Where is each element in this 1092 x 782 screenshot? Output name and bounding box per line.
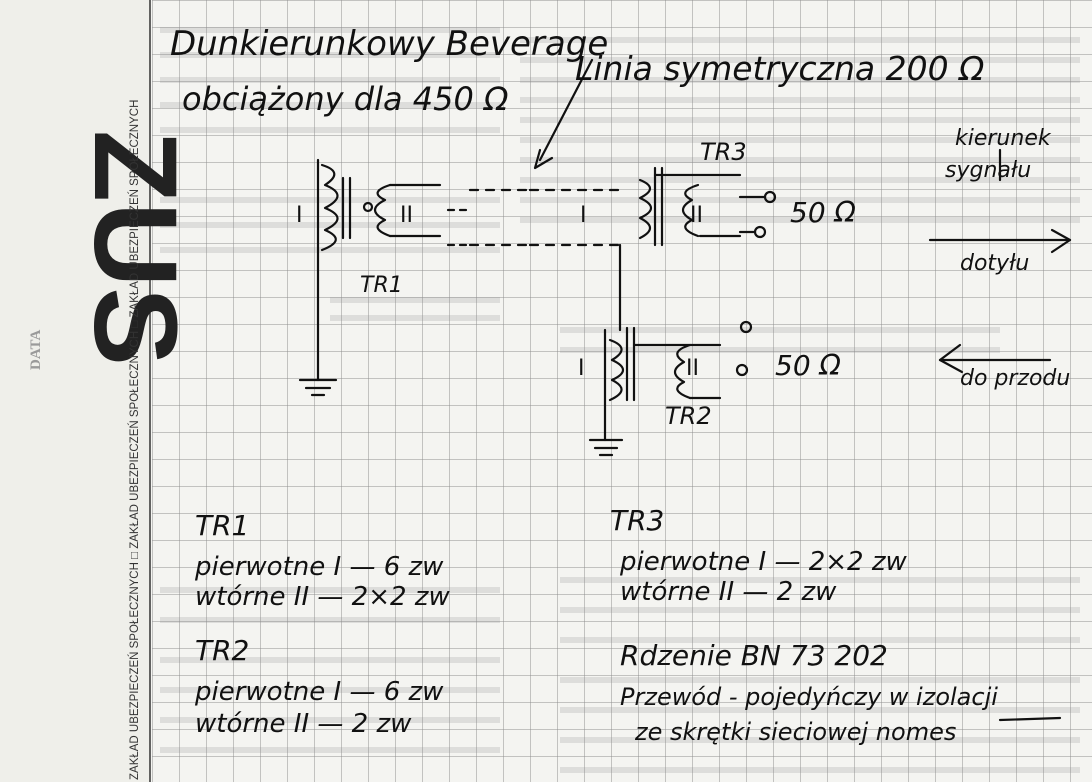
side-strip-text: ZAKŁAD UBEZPIECZEŃ SPOŁECZNYCH □ ZAKŁAD … [128, 100, 141, 780]
line-title: Linia symetryczna 200 Ω [575, 49, 984, 88]
tr2-table-title: TR2 [195, 634, 249, 667]
beverage-subtitle: obciążony dla 450 Ω [182, 80, 509, 118]
date-label: DATA [28, 330, 44, 370]
tr3-winding-2: II [690, 203, 703, 228]
tr1-transformer [298, 158, 532, 397]
signal-direction-2: sygnału [945, 158, 1031, 183]
tr1-winding-1: I [296, 203, 303, 228]
signal-direction-1: kierunek [955, 126, 1052, 151]
tr3-label: TR3 [700, 138, 747, 166]
tr3-winding-1: I [580, 203, 587, 228]
tr1-secondary: wtórne II — 2×2 zw [195, 582, 450, 612]
tr2-winding-1: I [578, 356, 585, 381]
tr2-winding-2: II [686, 356, 699, 381]
tr3-transformer [618, 166, 777, 332]
beverage-title: Dunkierunkowy Beverage [170, 24, 608, 64]
schematic [298, 58, 1072, 722]
svg-text:ZUS: ZUS [69, 130, 201, 366]
tr1-table-title: TR1 [195, 509, 249, 542]
handwritten-labels: Dunkierunkowy Beverage obciążony dla 450… [170, 24, 1070, 746]
tr1-label: TR1 [360, 273, 403, 298]
port-tr2: 50 Ω [775, 349, 842, 382]
tr1-winding-2: II [400, 203, 413, 228]
direction-forward: dotyłu [960, 251, 1029, 276]
zus-logo: ZUS [69, 130, 201, 366]
port-tr3: 50 Ω [790, 196, 857, 229]
tr2-label: TR2 [665, 402, 712, 430]
core-note: Rdzenie BN 73 202 [620, 639, 888, 672]
wire-note-2: ze skrętki sieciowej nomes [634, 718, 956, 746]
direction-back: do przodu [960, 366, 1070, 391]
tr2-secondary: wtórne II — 2 zw [195, 709, 412, 739]
tr3-table-title: TR3 [610, 504, 664, 537]
tr2-transformer [588, 320, 753, 457]
tr1-primary: pierwotne I — 6 zw [194, 552, 444, 582]
form-side-panel [0, 0, 150, 782]
tr3-secondary: wtórne II — 2 zw [620, 577, 837, 607]
tr3-primary: pierwotne I — 2×2 zw [619, 547, 907, 577]
wire-note-1: Przewód - pojedyńczy w izolacji [620, 683, 998, 711]
tr2-primary: pierwotne I — 6 zw [194, 677, 444, 707]
